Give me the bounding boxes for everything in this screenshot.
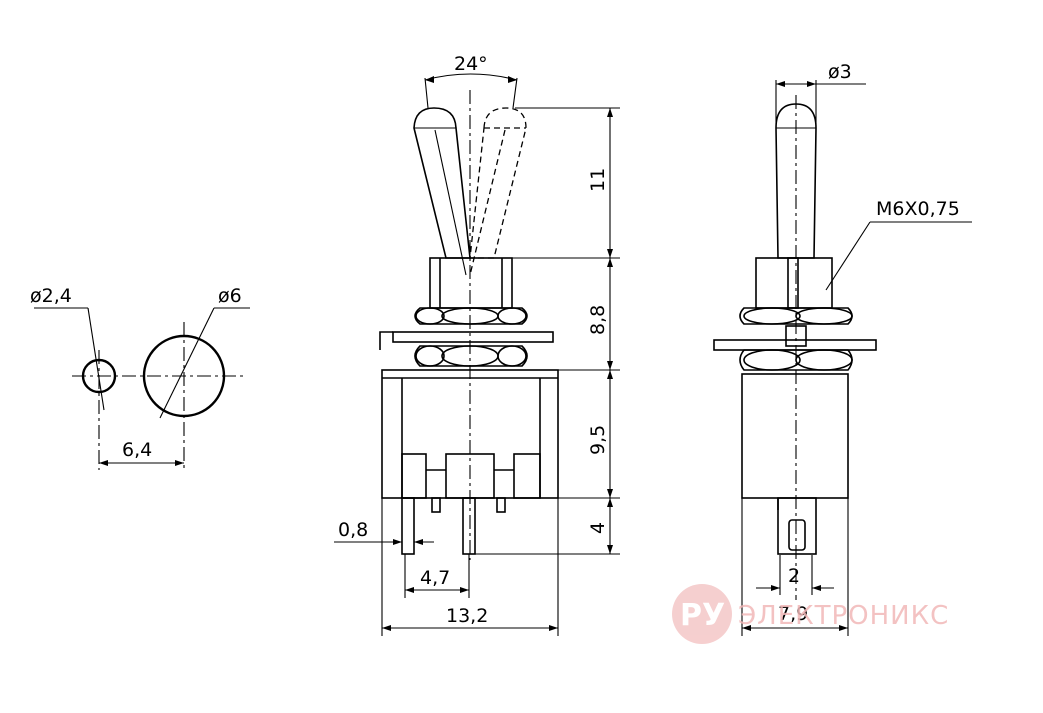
dim-pin-length: 4 xyxy=(587,522,609,534)
dim-body-width: 13,2 xyxy=(446,605,488,627)
watermark-badge-text: РУ xyxy=(680,598,725,633)
dim-pin-thickness: 2 xyxy=(788,565,800,587)
dim-thread: M6X0,75 xyxy=(876,198,960,220)
dim-pin-pitch: 4,7 xyxy=(420,567,450,589)
dim-bushing-height: 8,8 xyxy=(587,305,609,335)
dim-hole-large: ø6 xyxy=(218,285,242,307)
watermark-logo: РУ ЭЛЕКТРОНИКС xyxy=(672,584,949,644)
dim-body-depth: 7,9 xyxy=(778,603,808,625)
dim-hole-spacing: 6,4 xyxy=(122,439,152,461)
dim-pin-width: 0,8 xyxy=(338,519,368,541)
front-view: 24° xyxy=(334,53,620,636)
dim-lever-height: 11 xyxy=(587,168,609,192)
watermark-badge xyxy=(672,584,732,644)
panel-cutout-view: ø2,4 ø6 6,4 xyxy=(30,285,250,470)
dim-lever-diameter: ø3 xyxy=(828,61,852,83)
watermark-text: ЭЛЕКТРОНИКС xyxy=(738,601,949,631)
dim-hole-small: ø2,4 xyxy=(30,285,72,307)
dim-body-height: 9,5 xyxy=(587,425,609,455)
side-view: ø3 M6X0,75 2 xyxy=(713,61,972,636)
dim-angle: 24° xyxy=(454,53,488,75)
